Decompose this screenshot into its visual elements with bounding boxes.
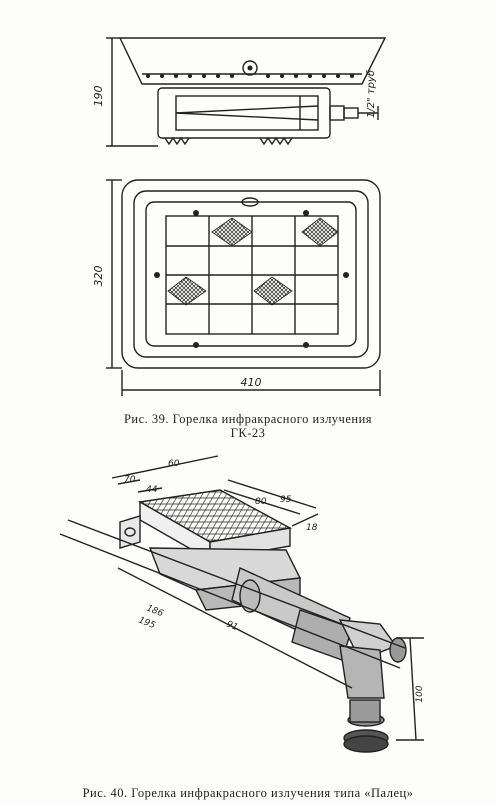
figure-39-caption: Рис. 39. Горелка инфракрасного излучения…	[0, 412, 496, 440]
figure-40-caption: Рис. 40. Горелка инфракрасного излучения…	[82, 786, 414, 800]
figure-40-drawing: 60 70 44 80 95 18 186 195 91 100	[59, 455, 425, 753]
dim-44-label: 44	[146, 485, 158, 495]
dim-95-label: 95	[280, 495, 292, 505]
dim-depth-label: 320	[92, 266, 105, 287]
dim-width-label: 410	[241, 376, 262, 389]
dim-60-label: 60	[168, 459, 180, 469]
dim-100-label: 100	[415, 685, 425, 702]
dim-195-label: 195	[137, 616, 157, 632]
dim-18-label: 18	[306, 523, 318, 533]
dim-height-label: 190	[92, 86, 105, 107]
dim-186-label: 186	[145, 604, 165, 620]
figure-39-drawing: 190 1/2" труб	[92, 37, 387, 396]
dim-80-label: 80	[255, 497, 267, 507]
caption-39-line2: ГК-23	[230, 426, 266, 440]
dim-91-label: 91	[225, 620, 239, 634]
dim-70-label: 70	[124, 475, 136, 485]
pipe-size-label: 1/2" труб	[365, 70, 377, 118]
caption-39-line1: Рис. 39. Горелка инфракрасного излучения	[123, 412, 373, 426]
